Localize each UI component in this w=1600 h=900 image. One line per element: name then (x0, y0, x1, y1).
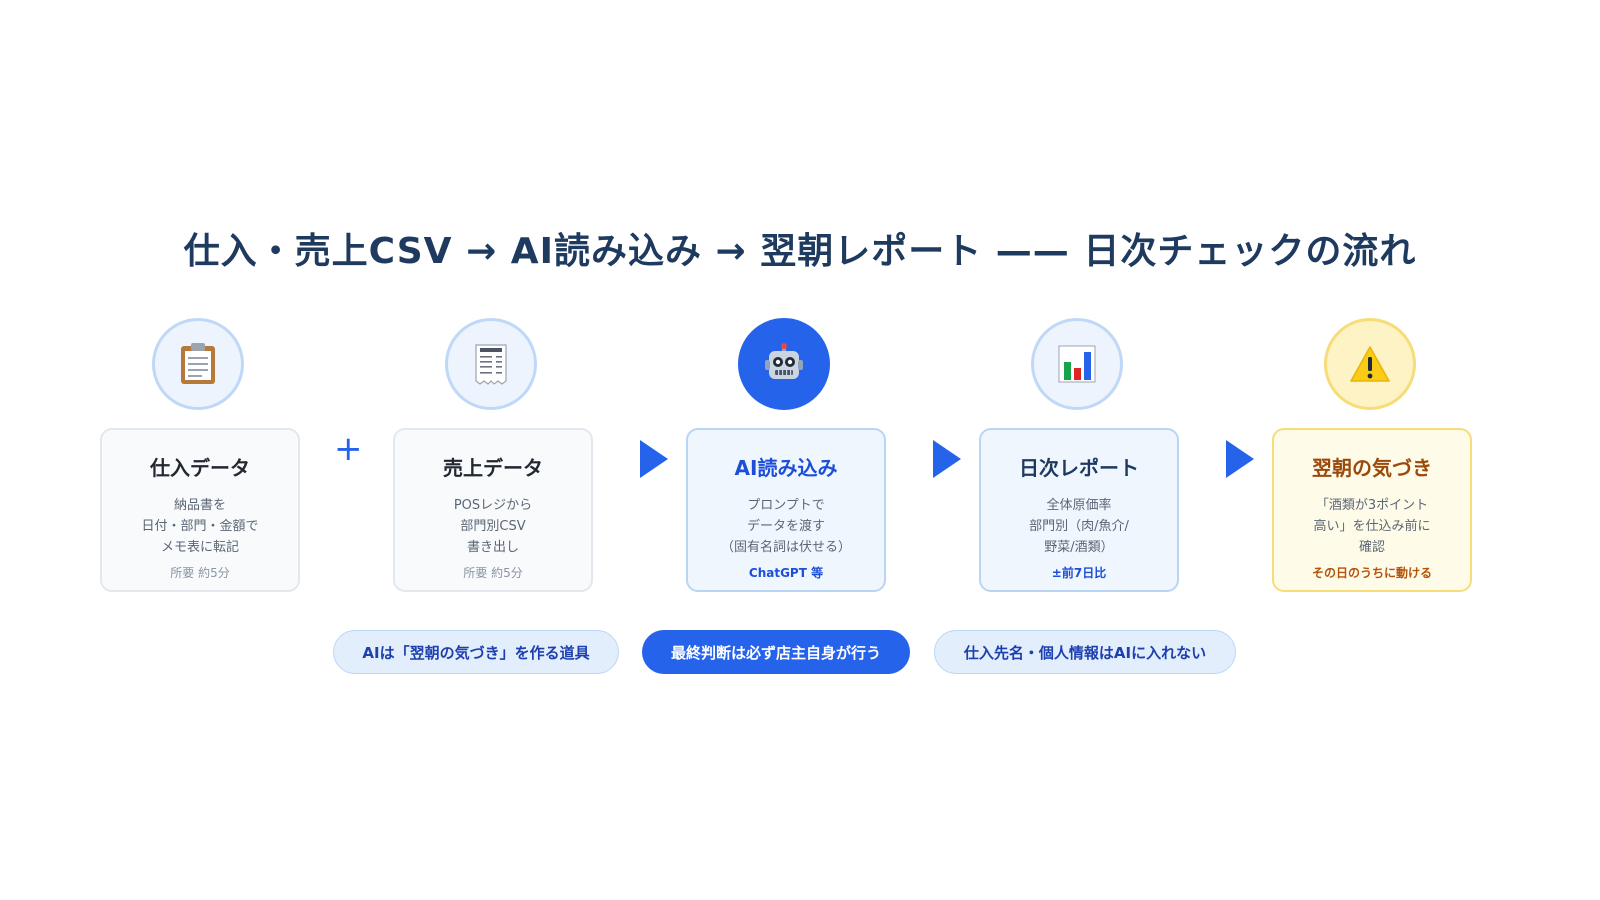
step-title: 仕入データ (150, 456, 250, 480)
step-title: AI読み込み (734, 456, 838, 480)
step-note: 所要 約5分 (170, 566, 230, 580)
step-line: 確認 (1358, 540, 1385, 555)
step-card: 翌朝の気づき 「酒類が3ポイント 高い」を仕込み前に 確認 その日のうちに動ける (1272, 428, 1472, 592)
step-line: 野菜/酒類） (1044, 540, 1114, 555)
step-note: その日のうちに動ける (1311, 566, 1432, 580)
step-card: 日次レポート 全体原価率 部門別（肉/魚介/ 野菜/酒類） ±前7日比 (979, 428, 1179, 592)
step-card: AI読み込み プロンプトで データを渡す （固有名詞は伏せる） ChatGPT … (686, 428, 886, 592)
receipt-icon (445, 318, 537, 410)
pill-final-decision: 最終判断は必ず店主自身が行う (642, 630, 910, 674)
robot-icon (738, 318, 830, 410)
step-line: （固有名詞は伏せる） (720, 540, 851, 555)
arrow-right-icon (1226, 440, 1254, 478)
step-line: 日付・部門・金額で (141, 519, 259, 534)
step-description: 全体原価率 部門別（肉/魚介/ 野菜/酒類） (981, 495, 1177, 558)
step-title: 翌朝の気づき (1312, 456, 1432, 480)
plus-icon: + (334, 429, 363, 469)
step-line: プロンプトで (747, 498, 825, 513)
step-note: ChatGPT 等 (748, 566, 824, 580)
arrow-right-icon (640, 440, 668, 478)
step-description: 「酒類が3ポイント 高い」を仕込み前に 確認 (1274, 495, 1470, 558)
step-line: データを渡す (746, 519, 825, 534)
page-title: 仕入・売上CSV → AI読み込み → 翌朝レポート —— 日次チェックの流れ (183, 231, 1417, 272)
step-card: 仕入データ 納品書を 日付・部門・金額で メモ表に転記 所要 約5分 (100, 428, 300, 592)
step-line: 納品書を (173, 498, 226, 513)
step-line: 「酒類が3ポイント (1315, 498, 1429, 513)
step-description: POSレジから 部門別CSV 書き出し (395, 495, 591, 558)
step-card: 売上データ POSレジから 部門別CSV 書き出し 所要 約5分 (393, 428, 593, 592)
pill-privacy-rule: 仕入先名・個人情報はAIに入れない (934, 630, 1236, 674)
step-description: プロンプトで データを渡す （固有名詞は伏せる） (688, 495, 884, 558)
bar-chart-icon (1031, 318, 1123, 410)
arrow-right-icon (933, 440, 961, 478)
step-line: POSレジから (453, 498, 533, 513)
step-description: 納品書を 日付・部門・金額で メモ表に転記 (102, 495, 298, 558)
pill-ai-purpose: AIは「翌朝の気づき」を作る道具 (333, 630, 619, 674)
step-line: 高い」を仕込み前に (1313, 519, 1431, 534)
step-note: 所要 約5分 (463, 566, 523, 580)
step-title: 売上データ (443, 456, 543, 480)
step-title: 日次レポート (1019, 456, 1139, 480)
clipboard-icon (152, 318, 244, 410)
step-line: 全体原価率 (1046, 498, 1112, 513)
step-line: 部門別（肉/魚介/ (1029, 519, 1129, 534)
warning-icon (1324, 318, 1416, 410)
step-line: 書き出し (466, 540, 519, 555)
step-note: ±前7日比 (1051, 566, 1107, 580)
step-line: 部門別CSV (460, 519, 526, 534)
step-line: メモ表に転記 (160, 540, 239, 555)
